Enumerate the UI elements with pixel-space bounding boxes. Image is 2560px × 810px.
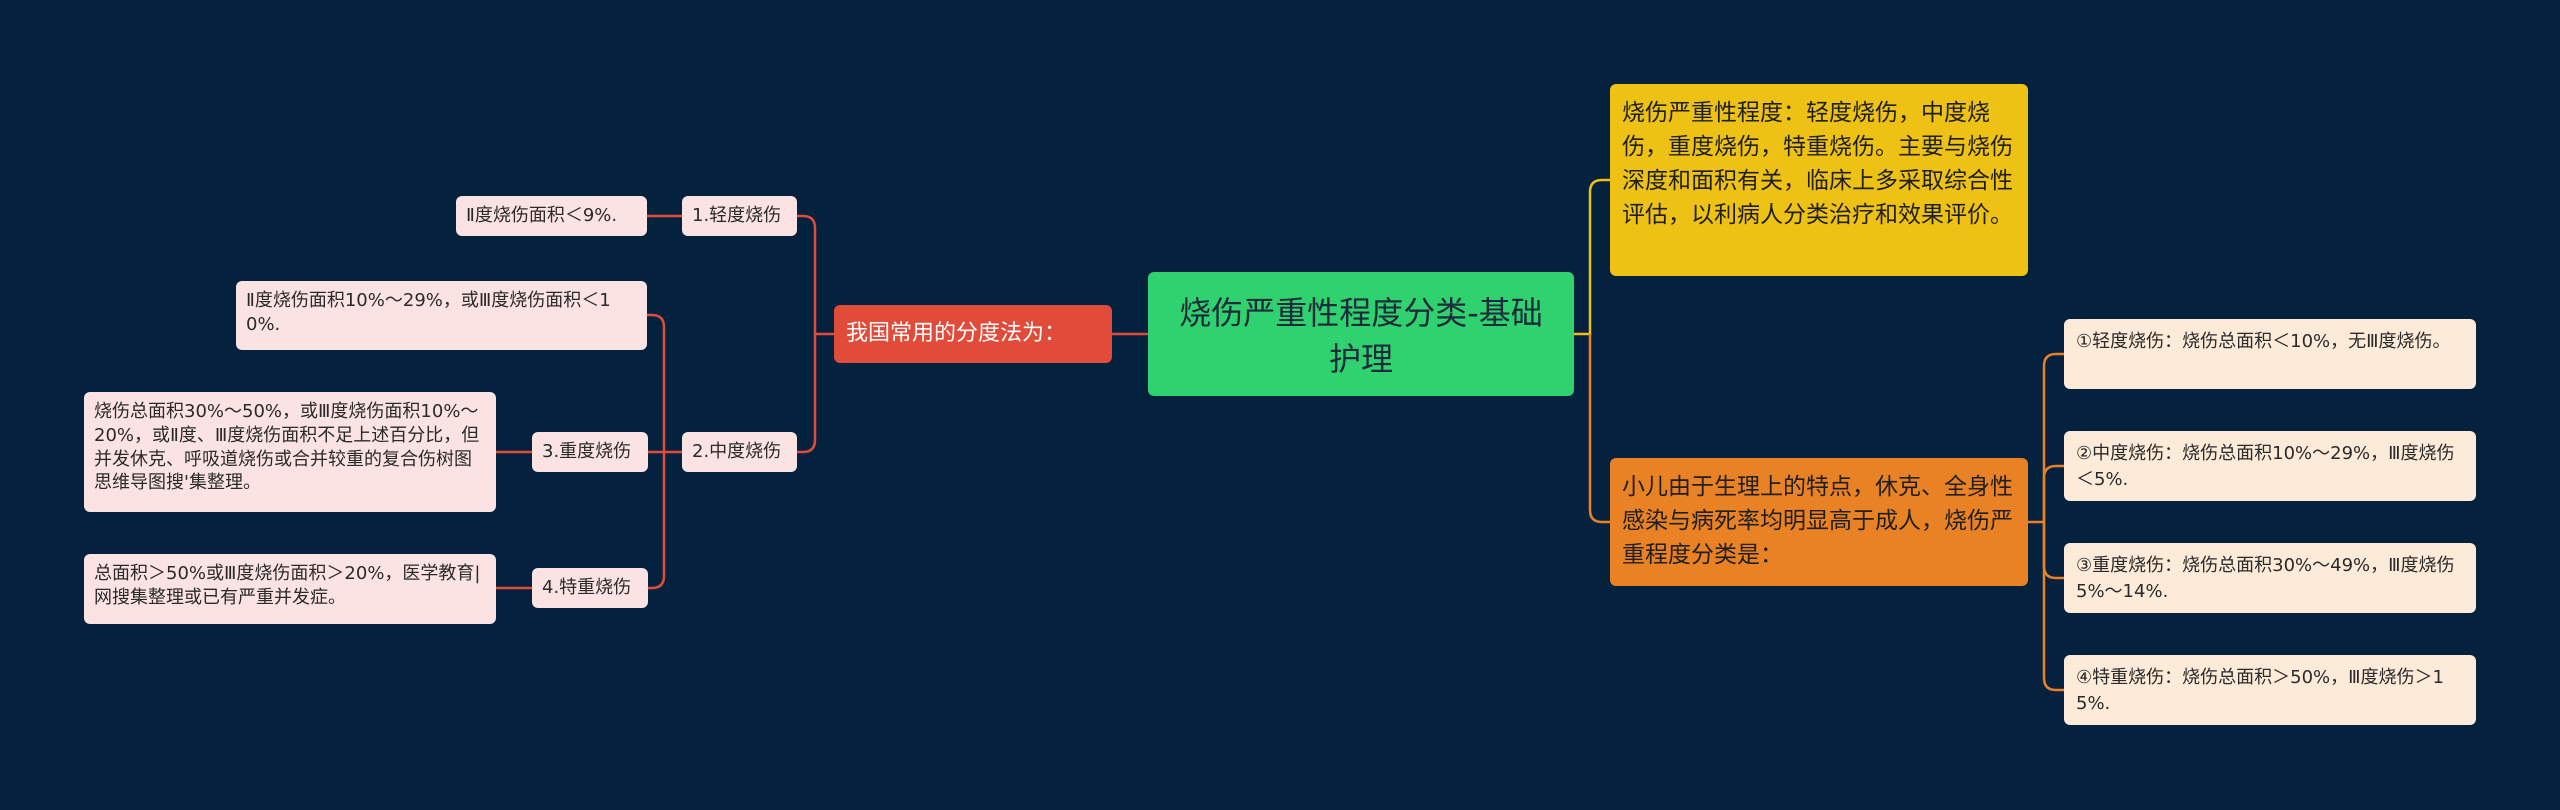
node-severe-burn[interactable]: 3.重度烧伤 <box>532 432 648 472</box>
link-orange-item-4 <box>2042 522 2064 692</box>
node-severe-burn-detail[interactable]: 烧伤总面积30%～50%，或Ⅲ度烧伤面积10%～20%，或Ⅱ度、Ⅲ度烧伤面积不足… <box>84 392 496 512</box>
node-mild-burn-detail[interactable]: Ⅱ度烧伤面积＜9%. <box>456 196 647 236</box>
link-center-yellow <box>1574 178 1610 336</box>
link-moderate-detail <box>647 313 666 452</box>
link-center-orange <box>1588 334 1610 524</box>
node-child-mild[interactable]: ①轻度烧伤：烧伤总面积＜10%，无Ⅲ度烧伤。 <box>2064 319 2476 389</box>
link-orange-item-3 <box>2042 522 2064 580</box>
node-critical-burn-detail[interactable]: 总面积＞50%或Ⅲ度烧伤面积＞20%，医学教育|网搜集整理或已有严重并发症。 <box>84 554 496 624</box>
link-orange-item-1 <box>2042 352 2064 522</box>
link-moderate-critical <box>648 452 666 590</box>
node-child-burn-classification[interactable]: 小儿由于生理上的特点，休克、全身性感染与病死率均明显高于成人，烧伤严重程度分类是… <box>1610 458 2028 586</box>
central-topic[interactable]: 烧伤严重性程度分类-基础护理 <box>1148 272 1574 396</box>
link-root-mild <box>797 214 834 336</box>
node-child-moderate[interactable]: ②中度烧伤：烧伤总面积10%～29%，Ⅲ度烧伤＜5%. <box>2064 431 2476 501</box>
node-moderate-burn-detail[interactable]: Ⅱ度烧伤面积10%～29%，或Ⅲ度烧伤面积＜10%. <box>236 281 647 350</box>
node-mild-burn[interactable]: 1.轻度烧伤 <box>682 196 797 236</box>
branch-classification-method[interactable]: 我国常用的分度法为： <box>834 305 1112 363</box>
link-root-moderate <box>797 334 817 454</box>
node-moderate-burn[interactable]: 2.中度烧伤 <box>682 432 797 472</box>
node-severity-overview[interactable]: 烧伤严重性程度：轻度烧伤，中度烧伤，重度烧伤，特重烧伤。主要与烧伤深度和面积有关… <box>1610 84 2028 276</box>
node-child-critical[interactable]: ④特重烧伤：烧伤总面积＞50%，Ⅲ度烧伤＞15%. <box>2064 655 2476 725</box>
node-child-severe[interactable]: ③重度烧伤：烧伤总面积30%～49%，Ⅲ度烧伤5%～14%. <box>2064 543 2476 613</box>
node-critical-burn[interactable]: 4.特重烧伤 <box>532 568 648 608</box>
link-orange-item-2 <box>2042 464 2064 522</box>
